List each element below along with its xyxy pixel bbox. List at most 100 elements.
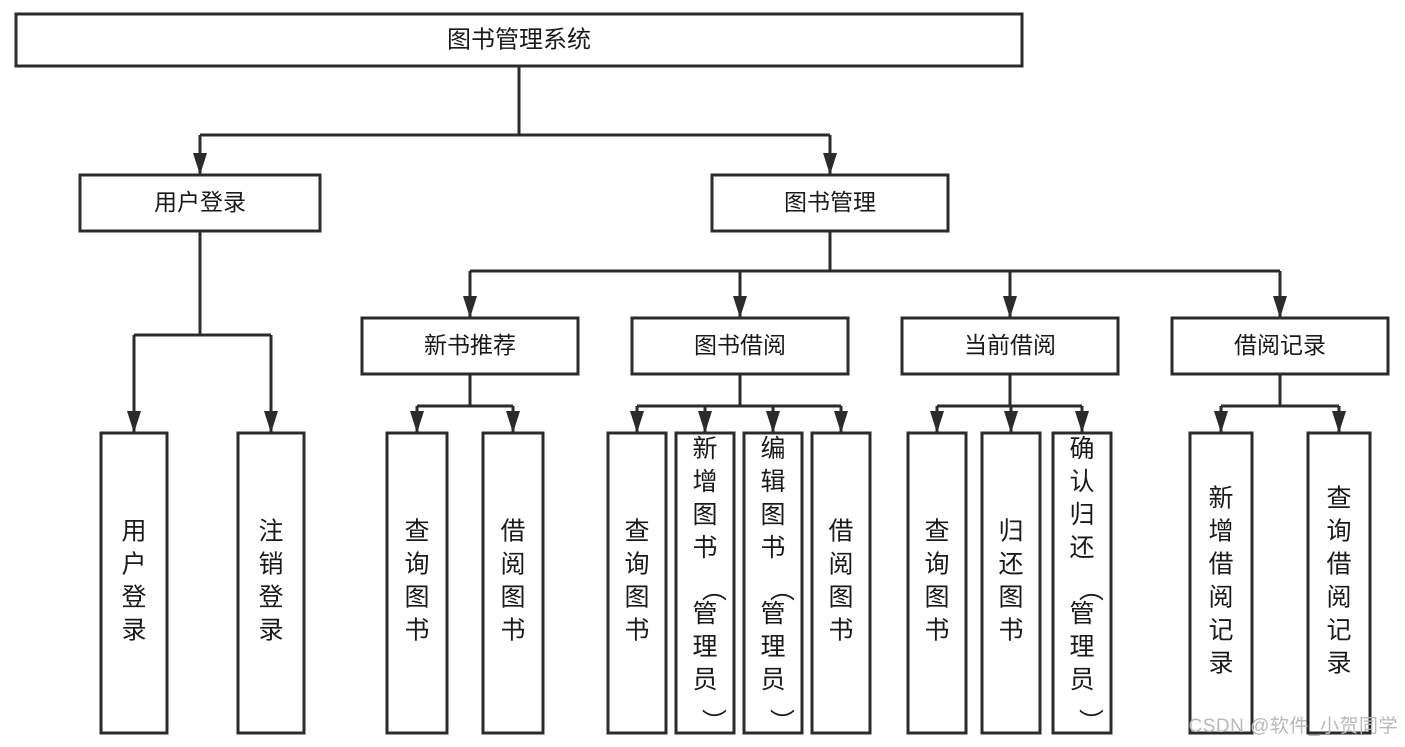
node-label-char: 管 <box>760 600 785 628</box>
node-label-char: 增 <box>1208 518 1233 546</box>
node-box-borrow-record <box>1170 316 1390 376</box>
arrow-head <box>1214 411 1228 433</box>
node-box-leaf-query-book-1 <box>385 431 449 735</box>
node-box-leaf-user-login <box>99 431 169 735</box>
node-box-leaf-query-record <box>1306 431 1372 735</box>
csdn-watermark: CSDN @软件_小贺同学 <box>1189 715 1398 737</box>
node-label-current-borrow: 当前借阅 <box>964 332 1056 358</box>
node-label-char: 书 <box>404 617 429 645</box>
arrow-head <box>698 411 712 433</box>
node-label-char: 书 <box>624 617 649 645</box>
node-label-char: 登 <box>121 584 146 612</box>
node-label-char: 图 <box>404 584 429 612</box>
node-label-new-book-rec: 新书推荐 <box>424 332 516 358</box>
node-label-char: 借 <box>1326 551 1351 579</box>
node-label-char: 增 <box>692 468 717 496</box>
node-label-char: 管 <box>692 600 717 628</box>
node-label-char: 阅 <box>1326 584 1351 612</box>
node-book-manage[interactable]: 图书管理 <box>710 173 950 233</box>
node-label-char: 图 <box>692 501 717 529</box>
node-label-char: 登 <box>258 584 283 612</box>
node-label-char: 录 <box>1326 650 1351 678</box>
node-label-char: 借 <box>500 518 525 546</box>
node-borrow-record[interactable]: 借阅记录 <box>1170 316 1390 376</box>
node-label-char: 员 <box>760 666 785 694</box>
arrow-head <box>630 411 644 433</box>
node-user-login[interactable]: 用户登录 <box>78 173 322 233</box>
node-boxes-layer: 图书管理系统用户登录图书管理新书推荐图书借阅当前借阅借阅记录用户登录注销登录查询… <box>14 12 1390 735</box>
node-current-borrow[interactable]: 当前借阅 <box>900 316 1120 376</box>
node-label-char: 图 <box>828 584 853 612</box>
node-label-char: 借 <box>1208 551 1233 579</box>
node-new-book-rec[interactable]: 新书推荐 <box>360 316 580 376</box>
node-leaf-user-login[interactable]: 用户登录 <box>99 431 169 735</box>
node-label-char: 归 <box>998 518 1023 546</box>
arrow-head <box>1003 296 1017 318</box>
node-label-char: 图 <box>760 501 785 529</box>
node-label-borrow-record: 借阅记录 <box>1234 332 1326 358</box>
node-label-char: 理 <box>1069 633 1094 661</box>
node-label-char: ） <box>767 708 795 733</box>
node-label-root: 图书管理系统 <box>447 26 591 53</box>
node-label-char: 图 <box>500 584 525 612</box>
node-label-char: 书 <box>828 617 853 645</box>
node-label-char: 用 <box>121 518 146 546</box>
node-book-borrow[interactable]: 图书借阅 <box>630 316 850 376</box>
node-label-char: 管 <box>1069 600 1094 628</box>
arrow-head <box>733 296 747 318</box>
node-label-char: （ <box>1076 576 1104 601</box>
node-label-user-login: 用户登录 <box>154 189 246 215</box>
node-label-char: 询 <box>624 551 649 579</box>
node-box-leaf-return-book <box>980 431 1042 735</box>
node-box-leaf-query-book-2 <box>606 431 668 735</box>
node-label-char: 销 <box>258 551 283 579</box>
node-label-char: 理 <box>760 633 785 661</box>
arrow-head <box>1273 296 1287 318</box>
node-box-leaf-borrow-book-2 <box>810 431 872 735</box>
arrow-head <box>193 153 207 175</box>
node-label-char: （ <box>699 576 727 601</box>
node-label-char: 阅 <box>828 551 853 579</box>
node-box-leaf-add-record <box>1188 431 1254 735</box>
node-label-char: 认 <box>1069 468 1094 496</box>
node-label-char: 确 <box>1069 435 1094 463</box>
node-box-leaf-query-book-3 <box>906 431 968 735</box>
node-label-char: 理 <box>692 633 717 661</box>
node-label-char: 图 <box>924 584 949 612</box>
node-label-char: 还 <box>998 551 1023 579</box>
node-root[interactable]: 图书管理系统 <box>14 12 1024 68</box>
node-label-char: 录 <box>121 617 146 645</box>
node-box-root <box>14 12 1024 68</box>
node-label-char: 新 <box>1208 485 1233 513</box>
node-box-leaf-confirm-return <box>1051 431 1113 735</box>
watermark-layer: CSDN @软件_小贺同学 <box>1189 715 1398 737</box>
node-label-char: 还 <box>1069 534 1094 562</box>
arrow-head <box>834 411 848 433</box>
arrow-head <box>823 153 837 175</box>
node-label-char: 询 <box>1326 518 1351 546</box>
node-label-char: 询 <box>404 551 429 579</box>
node-label-book-manage: 图书管理 <box>784 189 876 215</box>
node-label-char: ） <box>699 708 727 733</box>
node-label-char: 查 <box>624 518 649 546</box>
node-box-leaf-borrow-book-1 <box>481 431 545 735</box>
node-box-user-login <box>78 173 322 233</box>
node-label-char: 借 <box>828 518 853 546</box>
arrow-head <box>1075 411 1089 433</box>
connectors-layer <box>127 66 1346 433</box>
arrow-head <box>264 411 278 433</box>
